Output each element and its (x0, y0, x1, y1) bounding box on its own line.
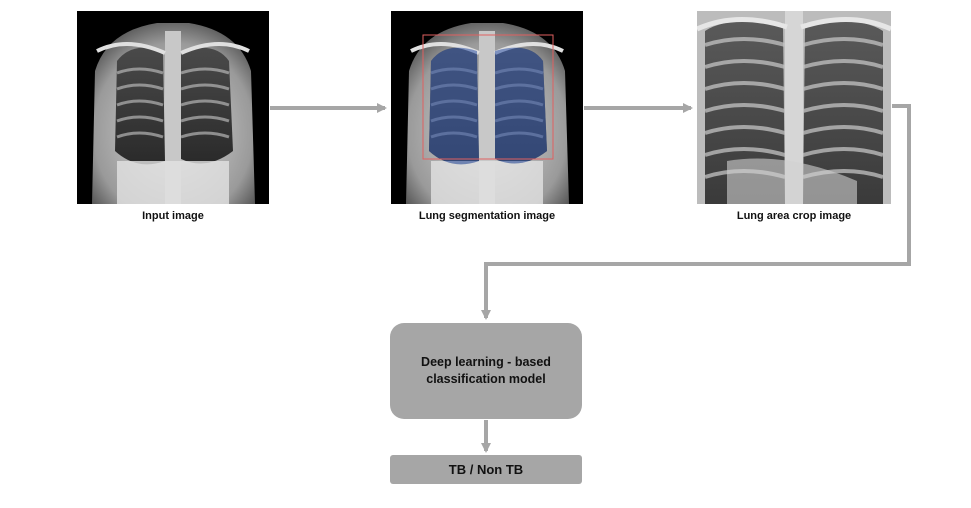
input-image-caption: Input image (142, 210, 204, 222)
lung-segmentation-image (391, 11, 583, 204)
classification-model-box: Deep learning - based classification mod… (390, 323, 582, 419)
model-label-line2: classification model (426, 372, 546, 386)
result-label: TB / Non TB (448, 462, 524, 477)
lung-area-crop-image (697, 11, 891, 204)
lung-segmentation-caption: Lung segmentation image (418, 210, 556, 222)
lung-area-crop-caption: Lung area crop image (736, 210, 852, 222)
result-box: TB / Non TB (390, 455, 582, 484)
model-label-line1: Deep learning - based (421, 355, 551, 369)
input-xray-image (77, 11, 269, 204)
